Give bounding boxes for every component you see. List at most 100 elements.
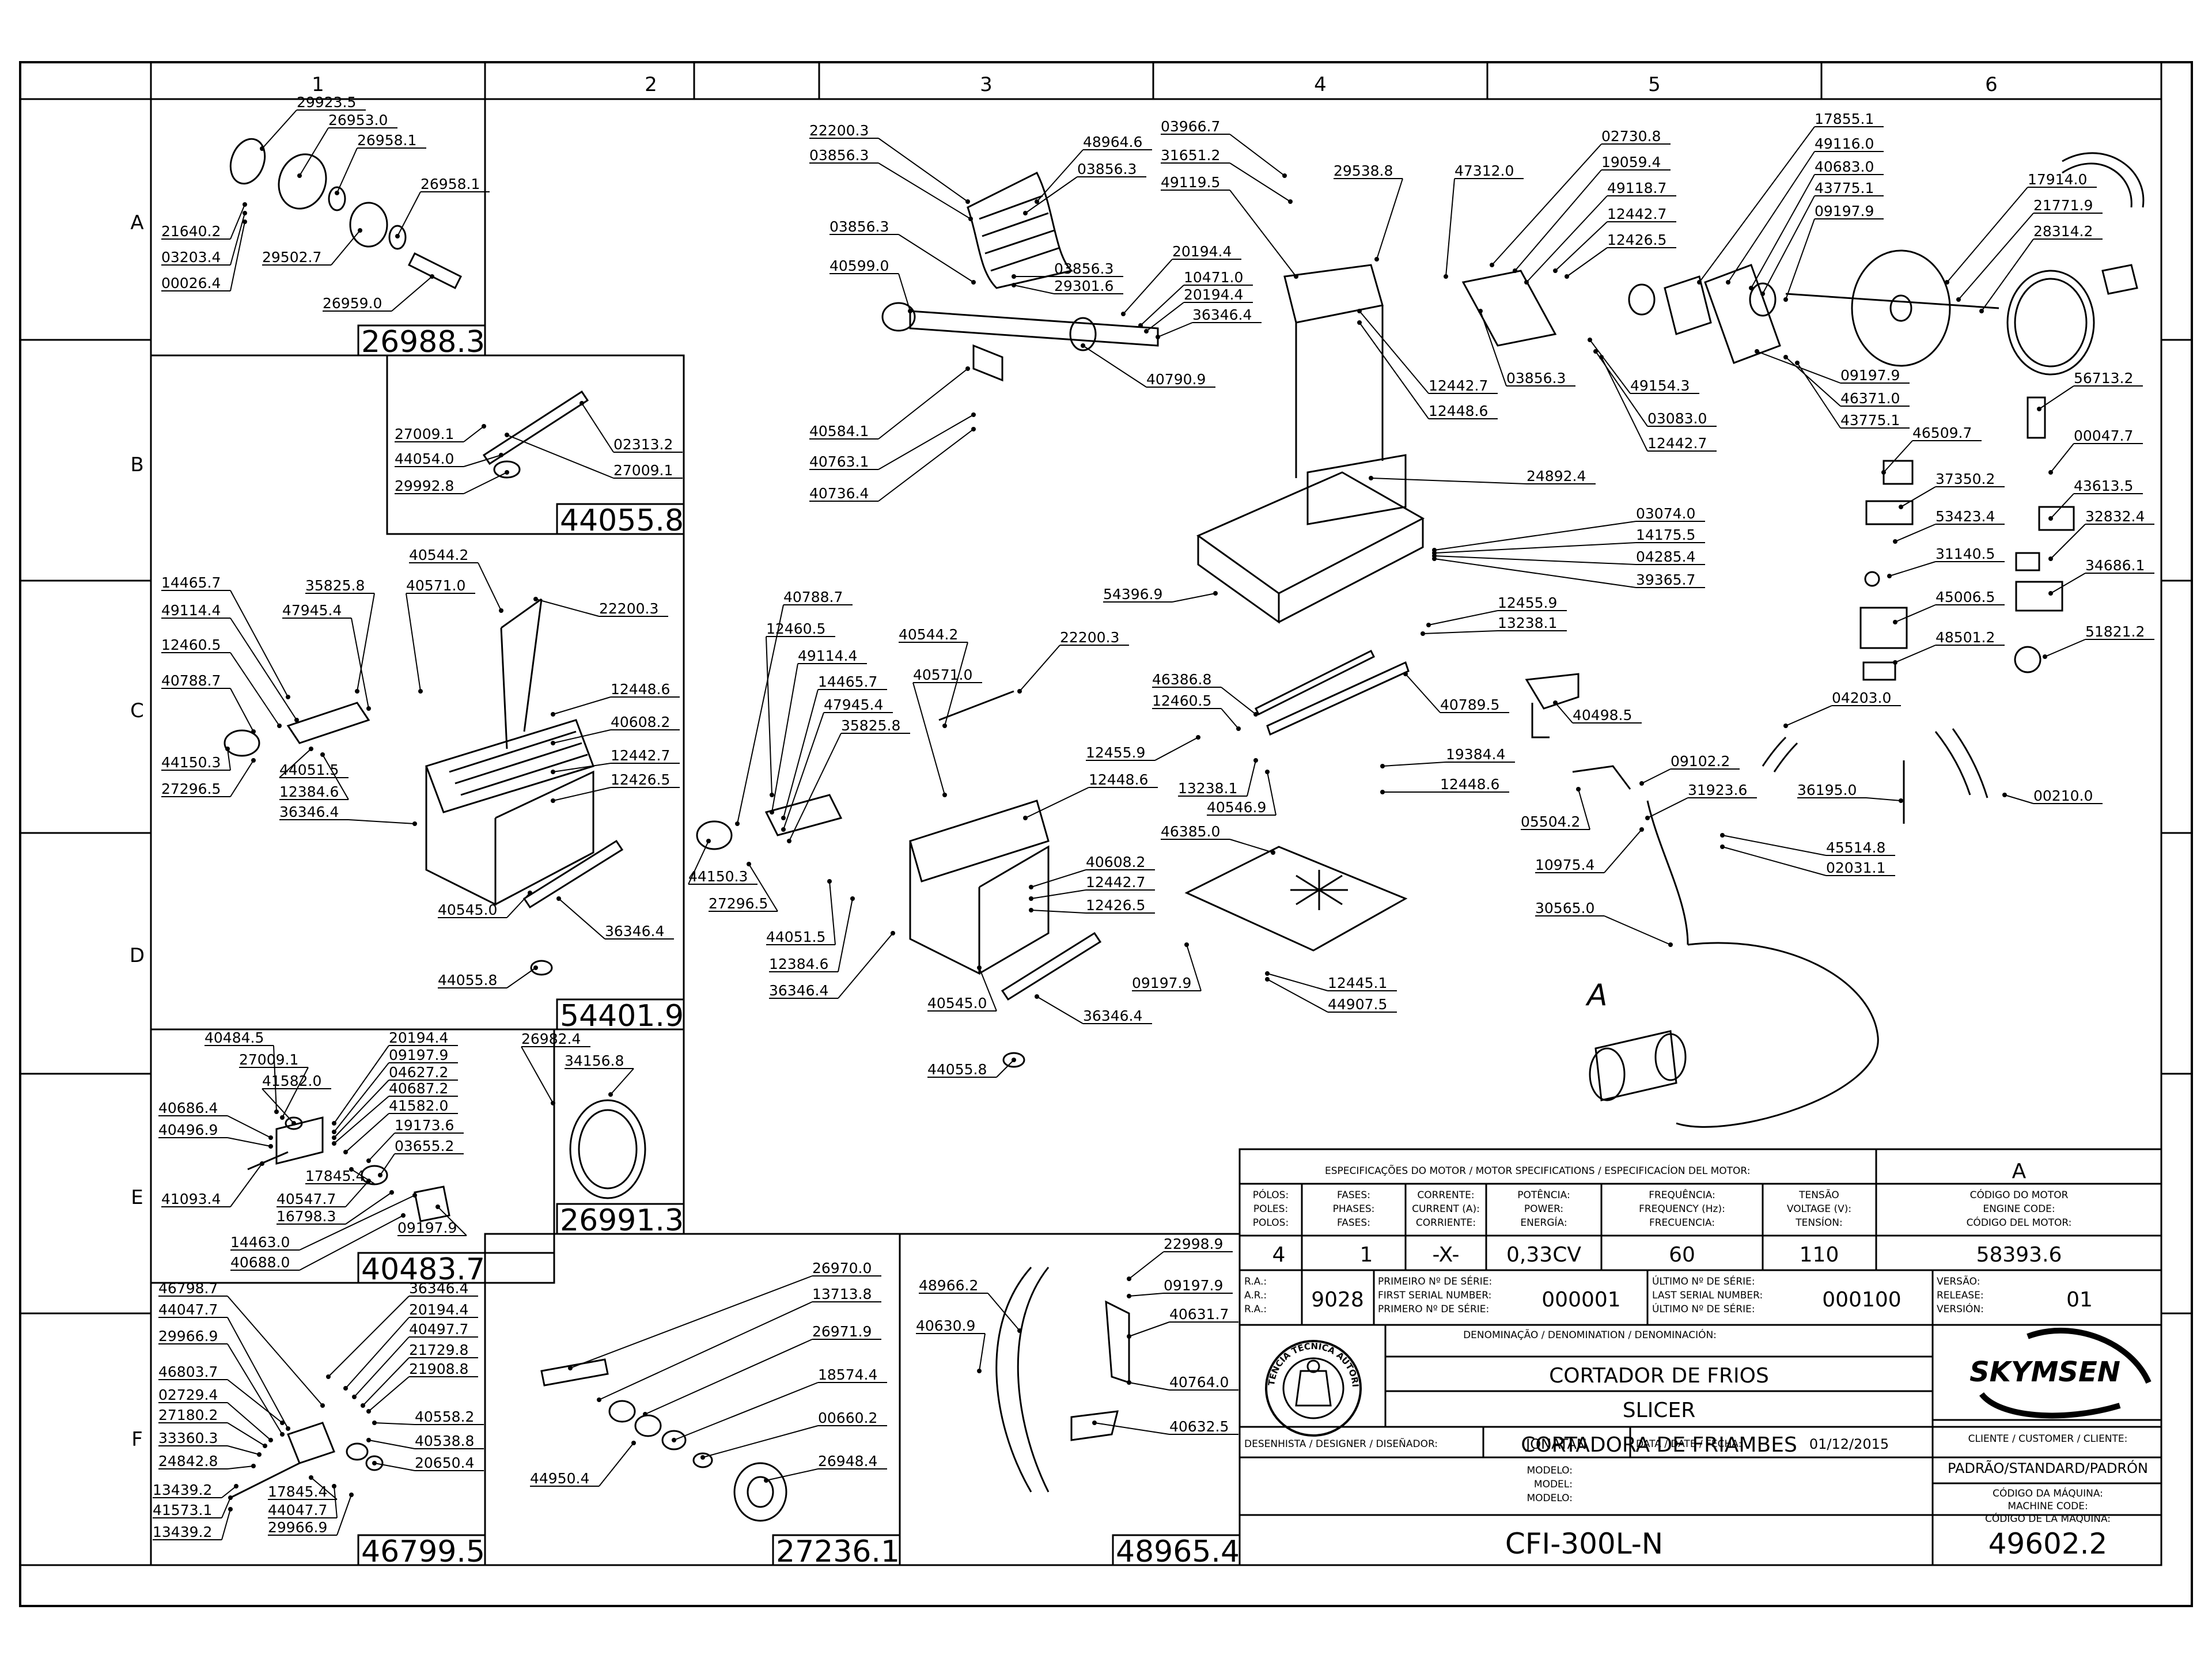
- leader-line: [1981, 238, 2034, 312]
- leader-line: [478, 562, 502, 611]
- voltage-label-en: VOLTAGE (V):: [1787, 1203, 1851, 1215]
- part-callout: 48964.6: [1035, 134, 1152, 204]
- part-number-label: 04285.4: [1636, 548, 1695, 565]
- leader-dot: [366, 1158, 371, 1163]
- part-number-label: 03083.0: [1647, 410, 1707, 427]
- leader-line: [368, 1376, 410, 1412]
- part-number-label: 19059.4: [1601, 154, 1661, 171]
- part-callout: 26971.9: [643, 1323, 881, 1416]
- leader-dot: [971, 412, 976, 417]
- leader-dot: [551, 712, 555, 717]
- leader-line: [898, 234, 974, 283]
- part-callout: 26958.1: [395, 176, 490, 238]
- leader-line: [227, 1422, 266, 1446]
- leader-dot: [1726, 280, 1730, 285]
- leader-line: [1025, 176, 1078, 214]
- leader-dot: [234, 1484, 238, 1488]
- part-number-label: 28314.2: [2033, 223, 2093, 240]
- part-number-label: 40558.2: [415, 1408, 474, 1425]
- leader-line: [299, 1215, 404, 1271]
- part-callout: 40584.1: [809, 366, 970, 440]
- leader-dot: [1720, 833, 1725, 838]
- leader-line: [348, 819, 415, 824]
- leader-line: [552, 763, 611, 772]
- leader-line: [898, 273, 911, 312]
- part-callout: 35825.8: [787, 717, 910, 843]
- part-number-label: 34156.8: [565, 1052, 624, 1069]
- part-callout: 41582.0: [343, 1097, 458, 1154]
- leader-dot: [1369, 476, 1373, 480]
- part-callout: 20194.4: [1121, 243, 1241, 316]
- client-label: CLIENTE / CUSTOMER / CLIENTE:: [1968, 1433, 2128, 1445]
- part-callout: 12448.6: [1380, 776, 1509, 794]
- part-callout: 29301.6: [1012, 278, 1123, 294]
- part-number-label: 36195.0: [1797, 782, 1857, 798]
- leader-dot: [1282, 173, 1287, 178]
- part-callout: 31140.5: [1887, 546, 2005, 578]
- leader-line: [1031, 889, 1086, 899]
- leader-line: [227, 1402, 271, 1441]
- part-callout: 09102.2: [1639, 753, 1740, 786]
- part-number-label: 56713.2: [2074, 370, 2133, 387]
- leader-line: [979, 967, 997, 1012]
- part-callout: 17855.1: [1697, 111, 1884, 285]
- part-callout: 36195.0: [1797, 782, 1903, 803]
- leader-dot: [401, 1213, 406, 1218]
- part-number-label: 40538.8: [415, 1433, 474, 1449]
- leader-dot: [528, 891, 532, 895]
- part-callout: 40545.0: [927, 965, 997, 1012]
- power-label-en: POWER:: [1524, 1203, 1563, 1215]
- part-number-label: 27180.2: [158, 1407, 218, 1423]
- leader-line: [334, 1062, 389, 1132]
- part-number-label: 43613.5: [2074, 478, 2133, 494]
- part-callout: 47945.4: [781, 696, 893, 832]
- part-number-label: 12384.6: [279, 783, 339, 800]
- part-callout: 12460.5: [161, 637, 282, 728]
- leader-line: [380, 1153, 395, 1176]
- leader-line: [354, 1336, 410, 1397]
- leader-line: [368, 1132, 395, 1161]
- leader-line: [552, 787, 611, 801]
- grid-col-1: 1: [312, 73, 324, 96]
- leader-dot: [1092, 1421, 1097, 1425]
- leader-line: [1025, 787, 1089, 819]
- part-number-label: 21729.8: [409, 1342, 468, 1358]
- ref-numbers: 26988.3 44055.8 54401.9 40483.7 26991.3 …: [361, 325, 1240, 1569]
- part-number-label: 26953.0: [328, 112, 388, 128]
- leader-line: [322, 754, 349, 800]
- power-label-es: ENERGÍA:: [1520, 1216, 1567, 1229]
- ref-40483-7: 40483.7: [361, 1252, 485, 1287]
- part-callout: 02730.8: [1490, 128, 1671, 267]
- part-number-label: 02730.8: [1601, 128, 1661, 145]
- leader-dot: [850, 896, 855, 901]
- designer-value: JONATAN: [1525, 1436, 1587, 1452]
- part-callout: 56713.2: [2037, 370, 2143, 411]
- leader-line: [1895, 524, 1936, 542]
- leader-dot: [1639, 827, 1644, 832]
- part-number-label: 09197.9: [1815, 203, 1874, 219]
- ref-boxes: [357, 324, 1241, 1566]
- part-callout: 14465.7: [781, 673, 887, 820]
- leader-line: [345, 1192, 392, 1225]
- leader-dot: [533, 597, 538, 601]
- leader-line: [1589, 339, 1631, 394]
- part-number-label: 12448.6: [1089, 771, 1148, 788]
- first-serial-label-es: PRIMERO Nº DE SÉRIE:: [1378, 1302, 1489, 1315]
- part-callout: 12455.9: [1426, 594, 1567, 627]
- leader-line: [979, 1333, 986, 1372]
- leader-line: [230, 590, 289, 698]
- part-number-label: 40571.0: [913, 666, 972, 683]
- leader-dot: [1524, 280, 1529, 285]
- part-number-label: 03856.3: [809, 147, 869, 164]
- part-callout: 09197.9: [1783, 203, 1884, 302]
- leader-dot: [332, 1121, 336, 1126]
- part-number-label: 03856.3: [1506, 370, 1566, 387]
- part-number-label: 40544.2: [899, 626, 958, 643]
- leader-line: [221, 1486, 237, 1498]
- leader-line: [299, 1195, 415, 1251]
- part-callout: 12442.7: [1029, 874, 1155, 901]
- part-callout: 12448.6: [1023, 771, 1158, 820]
- part-number-label: 46385.0: [1161, 823, 1220, 840]
- leader-line: [334, 1080, 389, 1138]
- date-value: 01/12/2015: [1809, 1436, 1889, 1452]
